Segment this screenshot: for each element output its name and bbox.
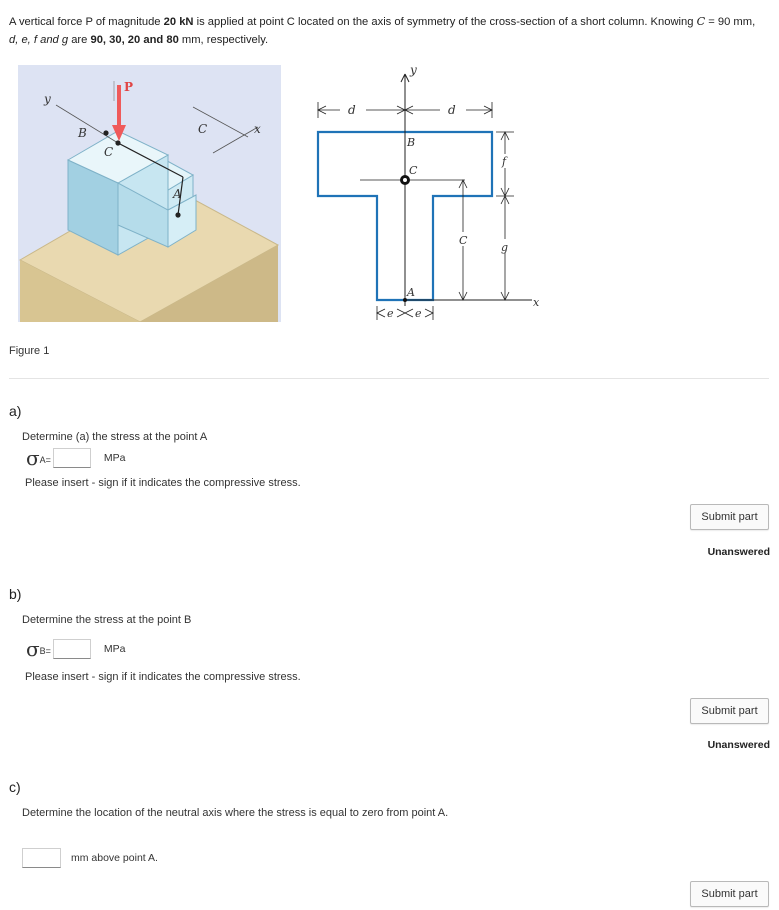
- label-d-left: d: [348, 103, 356, 117]
- subscript-a: A=: [39, 455, 51, 465]
- label-y-3d: y: [43, 92, 51, 106]
- subscript-b: B=: [39, 646, 51, 656]
- figure-caption: Figure 1: [9, 345, 50, 357]
- unit-mm-c: mm above point A.: [71, 852, 158, 864]
- part-c-question: Determine the location of the neutral ax…: [22, 807, 449, 819]
- part-a-question: Determine (a) the stress at the point A: [22, 431, 208, 443]
- section-divider: [9, 378, 769, 379]
- column-3d-illustration: y P B C C x A: [18, 65, 281, 323]
- part-b-label: b): [9, 586, 22, 602]
- sigma-symbol: σ: [26, 637, 40, 661]
- label-d-right: d: [448, 103, 456, 117]
- force-magnitude: 20 kN: [163, 16, 194, 28]
- part-b-answer-row: σ B= MPa: [26, 637, 126, 661]
- label-a-3d: A: [172, 187, 182, 201]
- stress-a-input[interactable]: [52, 448, 91, 468]
- cross-section-svg: y d d B C f C g A x e e: [316, 63, 540, 320]
- part-a-label: a): [9, 403, 22, 419]
- unit-mpa-a: MPa: [103, 452, 126, 464]
- part-c-label: c): [9, 779, 21, 795]
- sigma-symbol: σ: [26, 446, 40, 470]
- label-x-3d: x: [254, 122, 261, 136]
- label-cdim-2d: C: [459, 234, 468, 247]
- neutral-axis-input[interactable]: [22, 848, 61, 868]
- variables-list: d, e, f and g: [9, 34, 69, 46]
- part-b-question: Determine the stress at the point B: [22, 614, 192, 626]
- stress-b-input[interactable]: [52, 639, 91, 659]
- part-a-note: Please insert - sign if it indicates the…: [25, 477, 301, 489]
- problem-statement: A vertical force P of magnitude 20 kN is…: [9, 15, 756, 46]
- submit-part-a-button[interactable]: Submit part: [690, 504, 769, 530]
- part-b-status: Unanswered: [707, 739, 770, 751]
- label-p-3d: P: [124, 80, 133, 94]
- part-a-answer-row: σ A= MPa: [26, 446, 126, 470]
- label-e-left: e: [387, 307, 394, 320]
- label-g-2d: g: [501, 241, 508, 254]
- unit-mpa-b: MPa: [103, 643, 126, 655]
- label-x-2d: x: [533, 296, 540, 309]
- part-c-answer-row: mm above point A.: [22, 847, 158, 869]
- label-y-2d: y: [409, 63, 417, 77]
- submit-part-b-button[interactable]: Submit part: [690, 698, 769, 724]
- part-b-note: Please insert - sign if it indicates the…: [25, 671, 301, 683]
- label-e-right: e: [415, 307, 422, 320]
- label-a-2d: A: [406, 286, 415, 299]
- cross-section-diagram: y d d B C f C g A x e e: [300, 56, 550, 326]
- variable-values: 90, 30, 20 and 80: [90, 34, 179, 46]
- submit-part-c-button[interactable]: Submit part: [690, 881, 769, 907]
- label-c-3d: C: [104, 145, 113, 159]
- part-a-status: Unanswered: [707, 546, 770, 558]
- label-b-2d: B: [406, 136, 415, 149]
- c-symbol: C: [696, 15, 706, 28]
- label-f-2d: f: [501, 155, 508, 168]
- label-b-3d: B: [77, 126, 87, 140]
- label-c-2d: C: [409, 164, 418, 177]
- label-cdim-3d: C: [198, 122, 207, 136]
- column-3d-svg: y P B C C x A: [18, 80, 280, 323]
